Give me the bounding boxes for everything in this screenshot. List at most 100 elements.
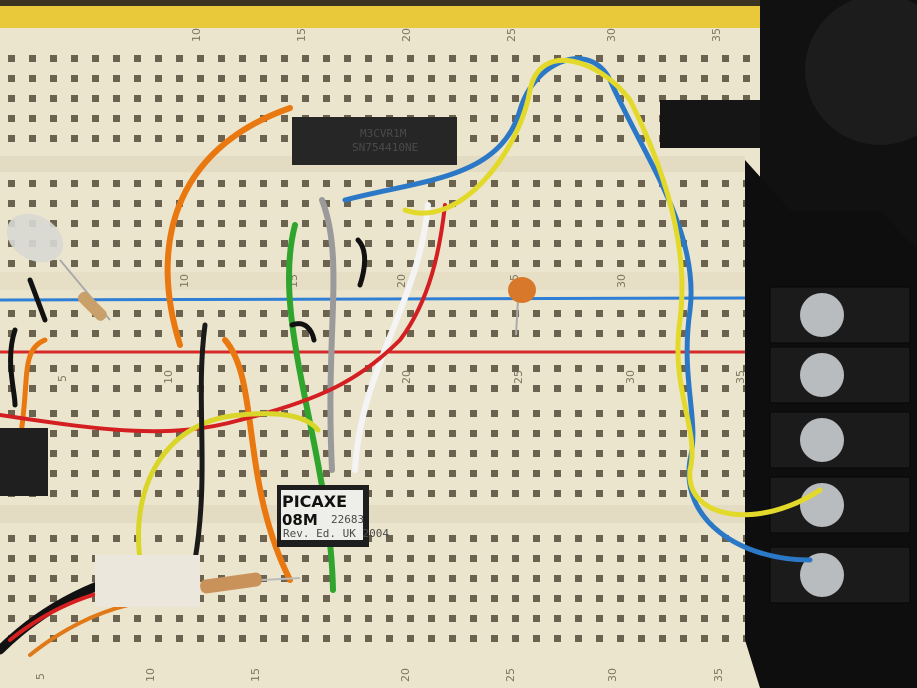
breadboard-hole: [386, 200, 393, 207]
breadboard-hole: [71, 240, 78, 247]
breadboard-hole: [659, 220, 666, 227]
breadboard-hole: [638, 240, 645, 247]
breadboard-hole: [155, 240, 162, 247]
breadboard-hole: [512, 75, 519, 82]
breadboard-hole: [134, 75, 141, 82]
breadboard-hole: [239, 95, 246, 102]
breadboard-hole: [92, 55, 99, 62]
col-number: 20: [400, 370, 413, 384]
breadboard-hole: [407, 365, 414, 372]
breadboard-hole: [218, 615, 225, 622]
breadboard-hole: [722, 240, 729, 247]
breadboard-hole: [218, 430, 225, 437]
breadboard-hole: [428, 180, 435, 187]
breadboard-hole: [155, 535, 162, 542]
breadboard-hole: [722, 365, 729, 372]
breadboard-hole: [701, 410, 708, 417]
breadboard-hole: [71, 430, 78, 437]
breadboard-hole: [701, 365, 708, 372]
breadboard-hole: [176, 75, 183, 82]
chip-sn754410: M3CVR1M SN754410NE: [292, 117, 457, 165]
col-number: 5: [56, 375, 69, 382]
breadboard-hole: [407, 450, 414, 457]
breadboard-hole: [638, 535, 645, 542]
breadboard-hole: [491, 555, 498, 562]
breadboard-hole: [260, 430, 267, 437]
breadboard-hole: [701, 535, 708, 542]
breadboard-hole: [50, 595, 57, 602]
breadboard-hole: [533, 385, 540, 392]
breadboard-hole: [344, 635, 351, 642]
breadboard-hole: [512, 595, 519, 602]
breadboard-hole: [71, 115, 78, 122]
breadboard-hole: [92, 410, 99, 417]
breadboard-hole: [512, 385, 519, 392]
breadboard-hole: [407, 555, 414, 562]
breadboard-hole: [239, 470, 246, 477]
breadboard-hole: [554, 490, 561, 497]
breadboard-hole: [428, 470, 435, 477]
breadboard-hole: [596, 430, 603, 437]
breadboard-hole: [134, 430, 141, 437]
breadboard-hole: [113, 615, 120, 622]
breadboard-hole: [134, 310, 141, 317]
breadboard-hole: [407, 410, 414, 417]
breadboard-hole: [386, 55, 393, 62]
breadboard-hole: [491, 240, 498, 247]
breadboard-hole: [344, 410, 351, 417]
breadboard-hole: [722, 260, 729, 267]
breadboard-hole: [323, 330, 330, 337]
breadboard-hole: [50, 95, 57, 102]
breadboard-hole: [113, 180, 120, 187]
orange-wire: [164, 105, 293, 348]
breadboard-hole: [239, 615, 246, 622]
breadboard-hole: [596, 535, 603, 542]
breadboard-hole: [113, 200, 120, 207]
breadboard-hole: [50, 490, 57, 497]
breadboard-hole: [8, 115, 15, 122]
breadboard-hole: [134, 200, 141, 207]
breadboard-hole: [470, 595, 477, 602]
breadboard-hole: [491, 310, 498, 317]
breadboard-hole: [428, 410, 435, 417]
breadboard-hole: [659, 490, 666, 497]
breadboard-hole: [260, 615, 267, 622]
breadboard-hole: [449, 430, 456, 437]
breadboard-hole: [491, 490, 498, 497]
breadboard-hole: [554, 535, 561, 542]
breadboard-hole: [239, 135, 246, 142]
breadboard-hole: [554, 310, 561, 317]
breadboard-hole: [71, 470, 78, 477]
breadboard-hole: [617, 410, 624, 417]
breadboard-hole: [344, 555, 351, 562]
breadboard-hole: [575, 450, 582, 457]
breadboard-hole: [491, 180, 498, 187]
breadboard-hole: [92, 470, 99, 477]
breadboard-hole: [155, 260, 162, 267]
breadboard-hole: [533, 450, 540, 457]
breadboard-hole: [50, 220, 57, 227]
breadboard-hole: [659, 365, 666, 372]
breadboard-hole: [638, 615, 645, 622]
breadboard-hole: [659, 450, 666, 457]
breadboard-hole: [386, 450, 393, 457]
col-number: 5: [34, 673, 47, 680]
breadboard-hole: [155, 450, 162, 457]
breadboard-hole: [281, 220, 288, 227]
col-number: 20: [400, 28, 413, 42]
breadboard-hole: [113, 310, 120, 317]
breadboard-hole: [323, 260, 330, 267]
breadboard-hole: [92, 260, 99, 267]
breadboard-hole: [323, 410, 330, 417]
breadboard-hole: [176, 470, 183, 477]
breadboard-hole: [554, 95, 561, 102]
breadboard-hole: [260, 75, 267, 82]
breadboard-hole: [596, 55, 603, 62]
breadboard-hole: [155, 330, 162, 337]
breadboard-hole: [323, 310, 330, 317]
breadboard-hole: [617, 470, 624, 477]
breadboard-hole: [659, 635, 666, 642]
breadboard-hole: [71, 535, 78, 542]
breadboard-hole: [8, 555, 15, 562]
breadboard-hole: [365, 595, 372, 602]
